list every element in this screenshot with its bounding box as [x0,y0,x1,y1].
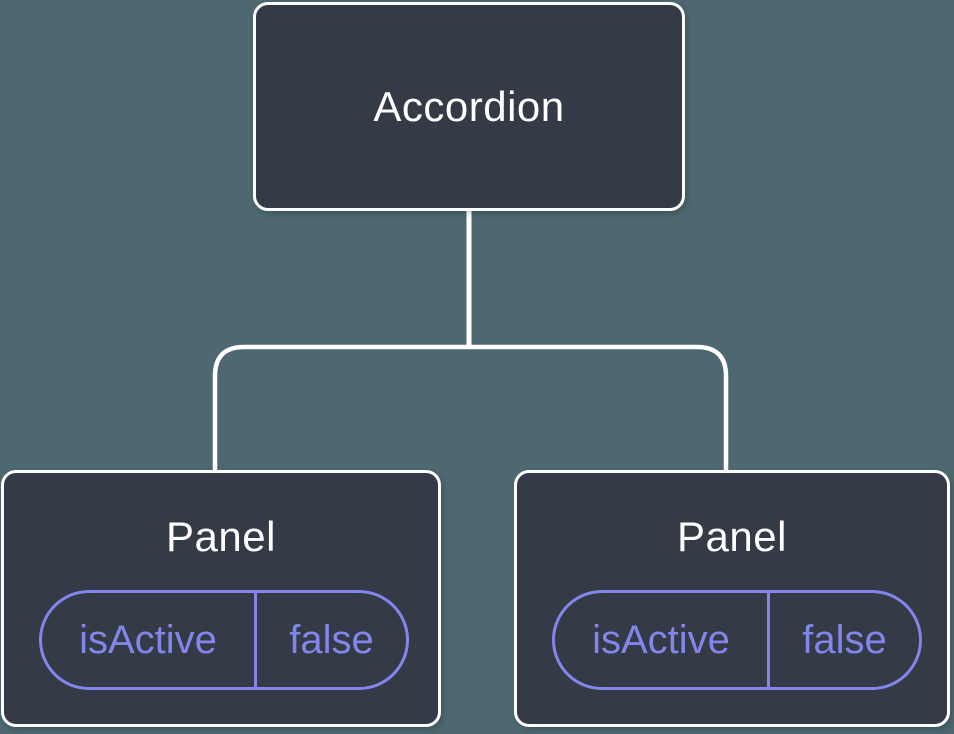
accordion-node: Accordion [253,2,685,211]
state-name: isActive [79,617,217,662]
panel-node-label: Panel [677,513,787,560]
state-name: isActive [592,617,730,662]
state-pill: isActive false [552,590,922,690]
panel-node-label: Panel [166,513,276,560]
panel-node-left: Panel isActive false [1,470,441,727]
state-value: false [289,617,374,662]
state-divider-line [254,593,257,687]
state-divider-line [767,593,770,687]
state-value: false [802,617,887,662]
state-pill: isActive false [39,590,409,690]
panel-node-right: Panel isActive false [514,470,950,727]
accordion-node-label: Accordion [373,82,565,130]
connector-branch-bracket [212,344,729,472]
